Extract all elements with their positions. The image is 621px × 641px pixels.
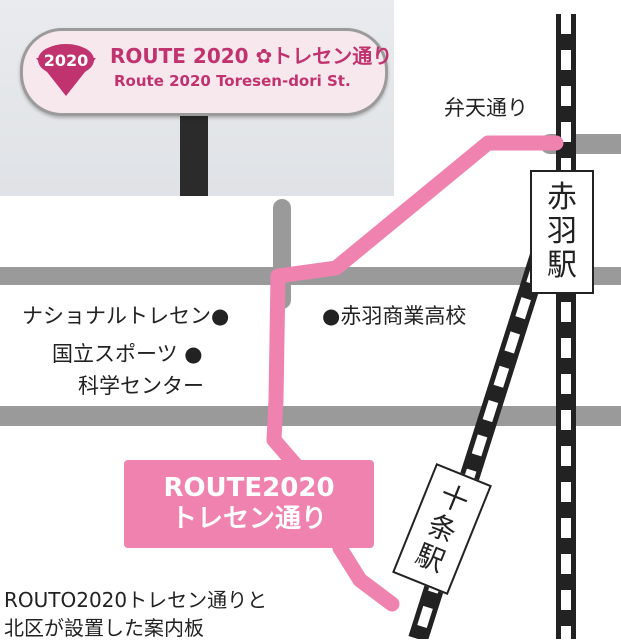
akabane-station-box: 赤 羽 駅 xyxy=(530,170,594,294)
caption-line1: ROUTO2020トレセン通りと xyxy=(4,588,268,612)
sign-title-jp: ROUTE 2020 ✿トレセン通り xyxy=(110,44,393,68)
sign-title-en: Route 2020 Toresen-dori St. xyxy=(114,72,351,90)
route-label-line1: ROUTE2020 xyxy=(163,473,335,503)
guide-sign-photo: 2020 ROUTE 2020 ✿トレセン通り Route 2020 Tores… xyxy=(0,0,394,196)
akabane-commercial-hs-label: ●赤羽商業高校 xyxy=(322,304,467,328)
route-2020-label-box: ROUTE2020 トレセン通り xyxy=(124,460,374,548)
route-2020-path xyxy=(266,135,564,478)
roads xyxy=(0,134,621,426)
route-label-line2: トレセン通り xyxy=(170,504,327,534)
sports-science-center-label: 国立スポーツ ● xyxy=(52,342,203,366)
akabane-char-3: 駅 xyxy=(547,248,577,283)
national-training-center-label: ナショナルトレセン● xyxy=(22,304,230,328)
caption-line2: 北区が設置した案内板 xyxy=(4,616,204,640)
emblem-text: 2020 xyxy=(44,51,89,70)
route-2020-emblem-icon: 2020 xyxy=(36,44,96,96)
akabane-char-2: 羽 xyxy=(547,214,577,249)
railway-vertical xyxy=(556,14,576,639)
sign-pole xyxy=(180,100,208,196)
akabane-char-1: 赤 xyxy=(547,180,577,215)
route-2020-path-south xyxy=(332,540,400,612)
sports-science-center-label-2: 科学センター xyxy=(78,374,204,398)
benten-dori-label: 弁天通り xyxy=(444,96,528,120)
rail-track-outer xyxy=(556,14,576,639)
